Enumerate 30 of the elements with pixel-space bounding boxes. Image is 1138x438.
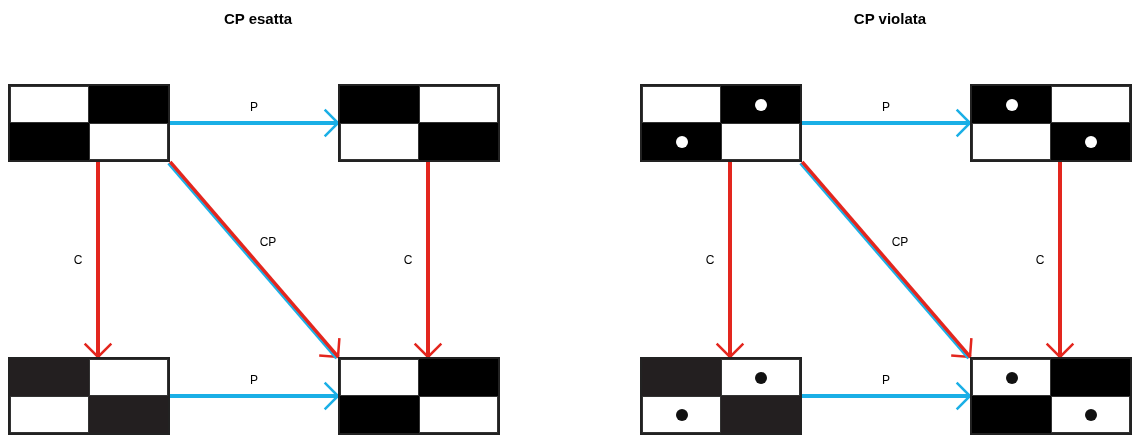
checkerboard-box: [970, 357, 1132, 435]
checkerboard-box: [970, 84, 1132, 162]
arrow: [167, 160, 341, 360]
edge-label: C: [71, 252, 85, 267]
edge-label: P: [880, 100, 892, 114]
panel-heading: CP violata: [853, 10, 927, 27]
arrow: [1045, 162, 1075, 359]
edge-label: CP: [889, 234, 911, 249]
checkerboard-box: [640, 84, 802, 162]
arrow: [802, 108, 972, 138]
arrow: [83, 162, 113, 359]
checkerboard-box: [8, 84, 170, 162]
edge-label: C: [703, 252, 717, 267]
checkerboard-box: [8, 357, 170, 435]
checkerboard-box: [338, 84, 500, 162]
arrow: [715, 162, 745, 359]
edge-label: P: [248, 100, 260, 114]
edge-label: P: [880, 373, 892, 387]
arrow: [802, 381, 972, 411]
arrow: [413, 162, 443, 359]
panel-heading: CP esatta: [223, 10, 293, 27]
edge-label: CP: [257, 234, 279, 249]
edge-label: P: [248, 373, 260, 387]
arrow: [799, 160, 973, 360]
checkerboard-box: [338, 357, 500, 435]
arrow: [170, 381, 340, 411]
edge-label: C: [1033, 252, 1047, 267]
arrow: [170, 108, 340, 138]
checkerboard-box: [640, 357, 802, 435]
edge-label: C: [401, 252, 415, 267]
